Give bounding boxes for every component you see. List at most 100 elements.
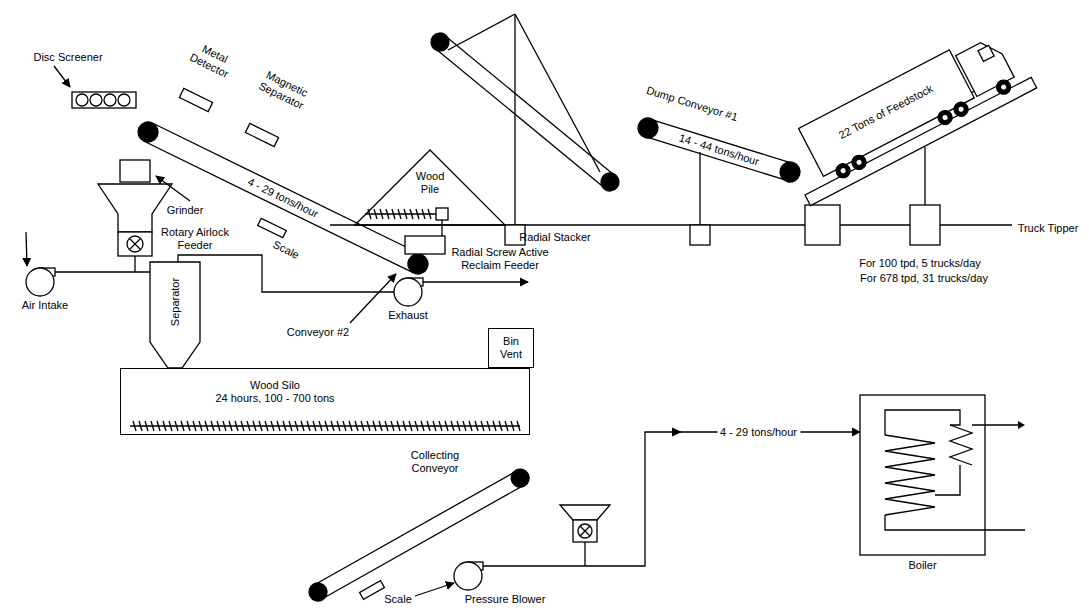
reclaim-screw xyxy=(386,209,389,219)
part-name: Metal Detector xyxy=(186,38,239,82)
silo-screw xyxy=(325,421,328,431)
silo-screw xyxy=(265,421,268,431)
silo-screw xyxy=(271,421,274,431)
blower: Exhaust xyxy=(383,275,433,327)
truck xyxy=(952,100,971,119)
silo-screw xyxy=(397,421,400,431)
reclaim-feeder xyxy=(441,220,442,236)
radial-stacker xyxy=(597,169,622,194)
magnetic-separator xyxy=(245,123,278,146)
node-title: Wood Pile xyxy=(408,170,452,196)
boiler-shape xyxy=(860,395,1025,575)
truck xyxy=(850,153,869,172)
silo-screw xyxy=(451,421,454,431)
silo-screw xyxy=(253,421,256,431)
wood-pile: Wood Pile xyxy=(355,150,505,225)
blower: Air Intake xyxy=(15,265,75,317)
radial-stacker xyxy=(435,48,605,188)
flow-rate: 4 - 29 tons/hour xyxy=(246,175,321,221)
collecting-conveyor xyxy=(314,471,516,585)
metal-detector xyxy=(179,88,212,111)
feed-hopper xyxy=(560,505,610,520)
reclaim-screw xyxy=(398,209,401,219)
exhaust-outlet-arrow xyxy=(423,281,528,282)
disc-screener xyxy=(72,92,136,108)
silo-screw xyxy=(463,421,466,431)
blower-outline xyxy=(394,278,422,306)
silo-screw xyxy=(343,421,346,431)
reclaim-screw xyxy=(422,209,425,219)
feed-hopper xyxy=(560,505,610,566)
capacity-note: For 678 tpd, 31 trucks/day xyxy=(860,272,988,285)
truck xyxy=(956,36,1014,96)
silo-screw xyxy=(373,421,376,431)
silo-screw xyxy=(145,421,148,431)
silo-screw xyxy=(187,421,190,431)
truck xyxy=(958,106,965,113)
silo-screw xyxy=(295,421,298,431)
silo-screw xyxy=(469,421,472,431)
silo-screw xyxy=(337,421,340,431)
silo-screw xyxy=(511,421,514,431)
truck xyxy=(799,29,1020,186)
silo-screw xyxy=(205,421,208,431)
magnetic-separator xyxy=(245,123,278,146)
conveyor-scale xyxy=(360,581,385,600)
silo-screw xyxy=(181,421,184,431)
silo-screw xyxy=(277,421,280,431)
truck-tipper xyxy=(910,205,940,245)
silo-screw xyxy=(505,421,508,431)
node-title: Separator xyxy=(169,278,182,326)
pointer-arrow xyxy=(156,176,190,201)
silo-screw xyxy=(379,421,382,431)
reclaim-screw xyxy=(404,209,407,219)
pointer-arrow xyxy=(415,583,454,596)
part-name: Conveyor #2 xyxy=(287,326,349,339)
truck xyxy=(856,159,863,166)
node-title: Boiler xyxy=(860,559,985,572)
part-name: Radial Screw Active Reclaim Feeder xyxy=(445,246,555,272)
conveyor-belt xyxy=(152,123,422,255)
conveyor-belt xyxy=(135,119,162,146)
part-name: Rotary Airlock Feeder xyxy=(154,226,236,252)
radial-stacker xyxy=(445,36,615,176)
part-name: Dump Conveyor #1 xyxy=(645,84,739,124)
air-inlet-arrow xyxy=(26,232,27,266)
silo-screw xyxy=(229,421,232,431)
dump-conveyor xyxy=(635,115,660,140)
dump-conveyor xyxy=(778,159,803,184)
rotary-airlock xyxy=(118,232,152,256)
node-title: Pressure Blower xyxy=(450,593,560,606)
silo-screw xyxy=(313,421,316,431)
node-detail: 24 hours, 100 - 700 tons xyxy=(215,392,334,405)
silo-screw xyxy=(289,421,292,431)
silo-screw xyxy=(307,421,310,431)
rotary-airlock xyxy=(118,232,152,272)
collecting-conveyor xyxy=(322,485,524,599)
silo-screw xyxy=(355,421,358,431)
truck-tipper xyxy=(924,147,925,205)
part-name: Disc Screener xyxy=(33,51,102,64)
flow-line xyxy=(178,255,394,292)
part-name: Radial Stacker xyxy=(519,231,591,244)
part-name: Scale xyxy=(384,593,412,606)
blower-outline xyxy=(454,562,482,590)
storage-silo: Wood Silo24 hours, 100 - 700 tons xyxy=(120,368,530,435)
silo-screw xyxy=(445,421,448,431)
flow-rate: 4 - 29 tons/hour xyxy=(717,426,800,439)
reclaim-screw xyxy=(428,209,431,219)
boiler-outline xyxy=(885,515,1025,530)
boiler-outline xyxy=(1018,421,1025,429)
reclaim-screw xyxy=(392,209,395,219)
part-name: Truck Tipper xyxy=(1018,222,1079,235)
silo-screw xyxy=(301,421,304,431)
boiler-outline xyxy=(885,410,960,435)
part-name: Scale xyxy=(271,238,301,262)
node-title: Wood Silo xyxy=(250,379,300,392)
silo-screw xyxy=(409,421,412,431)
radial-stacker xyxy=(427,14,622,245)
part-name: Grinder xyxy=(167,204,204,217)
silo-screw xyxy=(235,421,238,431)
dump-conveyor xyxy=(635,115,802,184)
silo-screw xyxy=(439,421,442,431)
